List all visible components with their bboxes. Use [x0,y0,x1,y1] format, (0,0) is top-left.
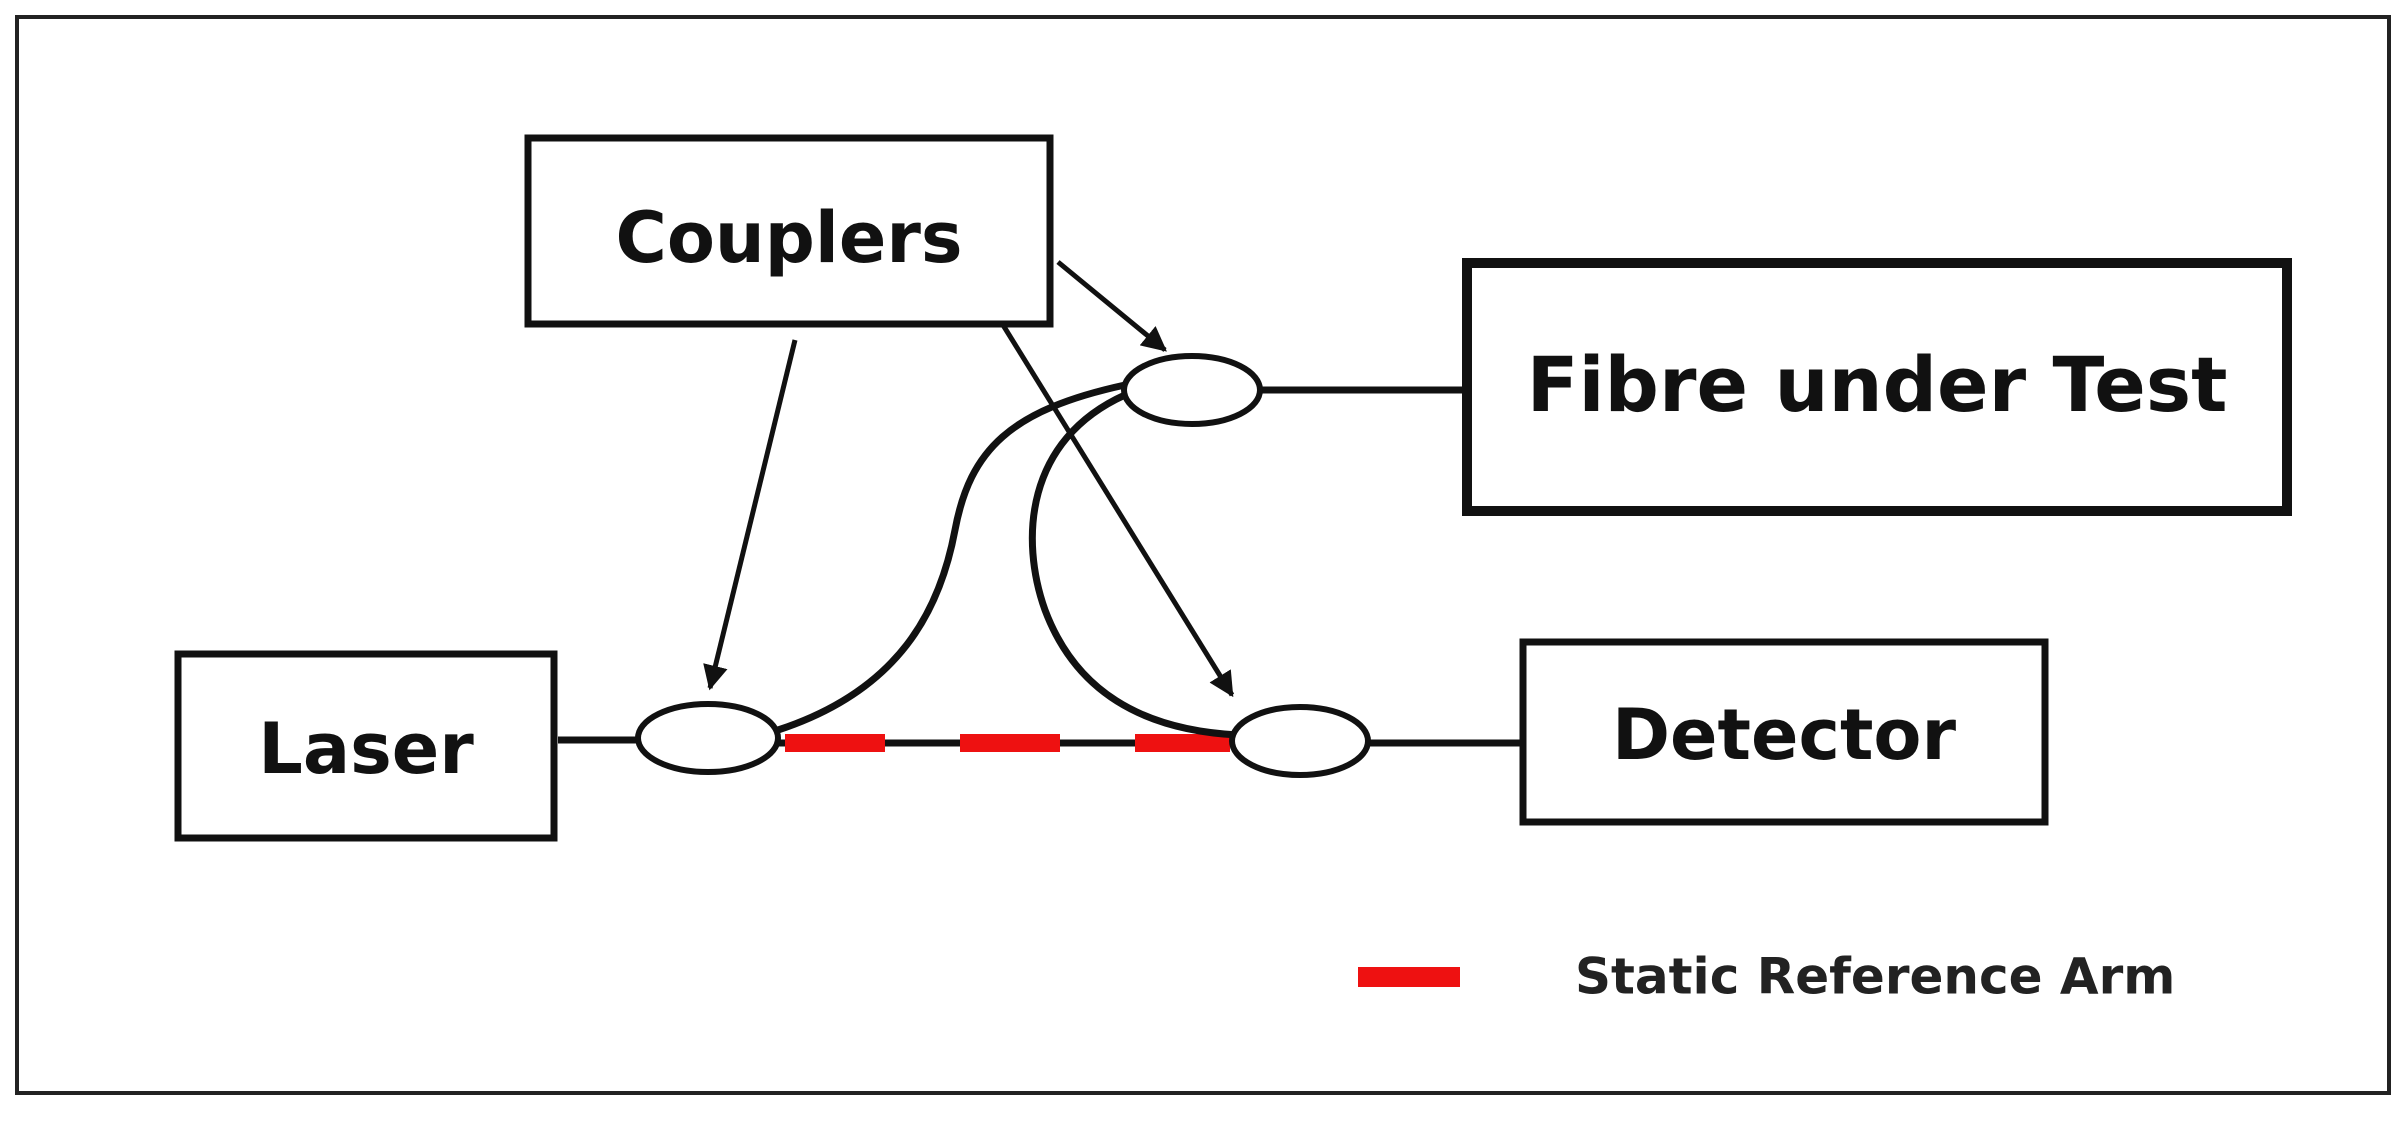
arrow-to-coupler-right [1000,323,1235,698]
legend-label: Static Reference Arm [1575,948,2175,1006]
coupler-right [1229,704,1371,778]
couplers-box [524,134,1054,328]
fibre-under-test-label: Fibre under Test [1527,340,2228,429]
laser-label: Laser [258,708,474,790]
fibre-under-test-box [1462,258,2292,516]
coupler-top [1121,353,1263,427]
detector-label: Detector [1612,694,1957,776]
fibre-curve-right [1028,391,1239,739]
coupler-left [635,701,781,775]
detector-box [1519,638,2049,826]
fibre-curve-left [776,381,1126,734]
couplers-label: Couplers [615,197,962,279]
arrow-to-coupler-left [703,339,798,691]
arrow-to-coupler-top [1056,260,1167,352]
outer-frame [15,15,2391,1095]
laser-box [174,650,558,842]
